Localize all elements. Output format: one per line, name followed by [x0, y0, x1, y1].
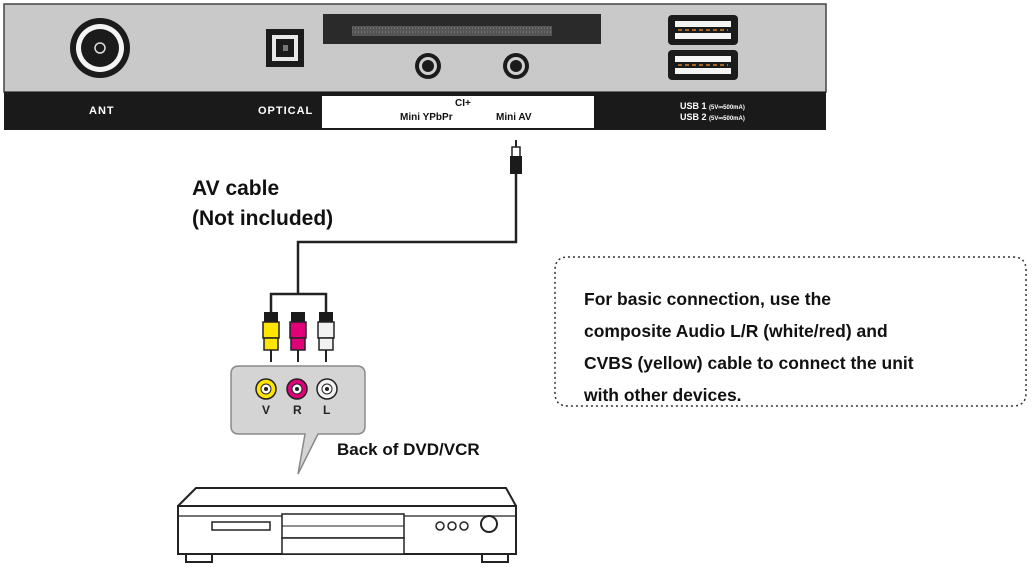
ant-label: ANT [89, 105, 115, 117]
mini-av-plug [510, 140, 522, 174]
jack-l-white [316, 378, 338, 400]
jack-r-label: R [293, 403, 302, 417]
jack-l-label: L [323, 403, 331, 417]
av-cable-title-line1: AV cable [192, 177, 280, 200]
mini-av-jack [503, 53, 529, 79]
mini-ypbpr-label: Mini YPbPr [400, 112, 453, 123]
dvd-vcr-device [177, 487, 517, 563]
usb2-port [668, 50, 738, 80]
usb2-rating: (5V⎓500mA) [709, 116, 745, 122]
optical-connector [266, 29, 304, 67]
mini-av-label: Mini AV [496, 112, 532, 123]
ant-connector [70, 18, 130, 78]
ci-plus-label: CI+ [455, 98, 471, 109]
av-cable-title: AV cable (Not included) [192, 174, 333, 234]
back-of-device-label: Back of DVD/VCR [337, 440, 480, 459]
optical-label: OPTICAL [258, 105, 314, 117]
connection-note: For basic connection, use the composite … [584, 283, 1029, 411]
rca-plug-red [289, 312, 307, 362]
usb1-port [668, 15, 738, 45]
note-line-3: CVBS (yellow) cable to connect the unit [584, 353, 914, 373]
usb1-name: USB 1 [680, 101, 707, 111]
note-line-4: with other devices. [584, 385, 742, 405]
rca-plug-white [317, 312, 335, 362]
jack-v-yellow [255, 378, 277, 400]
jack-v-label: V [262, 403, 271, 417]
rca-plug-yellow [262, 312, 280, 362]
usb1-label: USB 1 (5V⎓500mA) [680, 101, 745, 113]
ci-label-box [322, 96, 594, 128]
usb2-label: USB 2 (5V⎓500mA) [680, 112, 745, 124]
usb1-rating: (5V⎓500mA) [709, 105, 745, 111]
jack-r-red [286, 378, 308, 400]
note-line-2: composite Audio L/R (white/red) and [584, 321, 888, 341]
ci-slot [323, 14, 601, 44]
av-cable-title-line2: (Not included) [192, 207, 334, 230]
note-line-1: For basic connection, use the [584, 289, 831, 309]
av-cable-split [269, 292, 328, 314]
usb2-name: USB 2 [680, 112, 707, 122]
mini-ypbpr-jack [415, 53, 441, 79]
av-cable-line [296, 174, 518, 294]
